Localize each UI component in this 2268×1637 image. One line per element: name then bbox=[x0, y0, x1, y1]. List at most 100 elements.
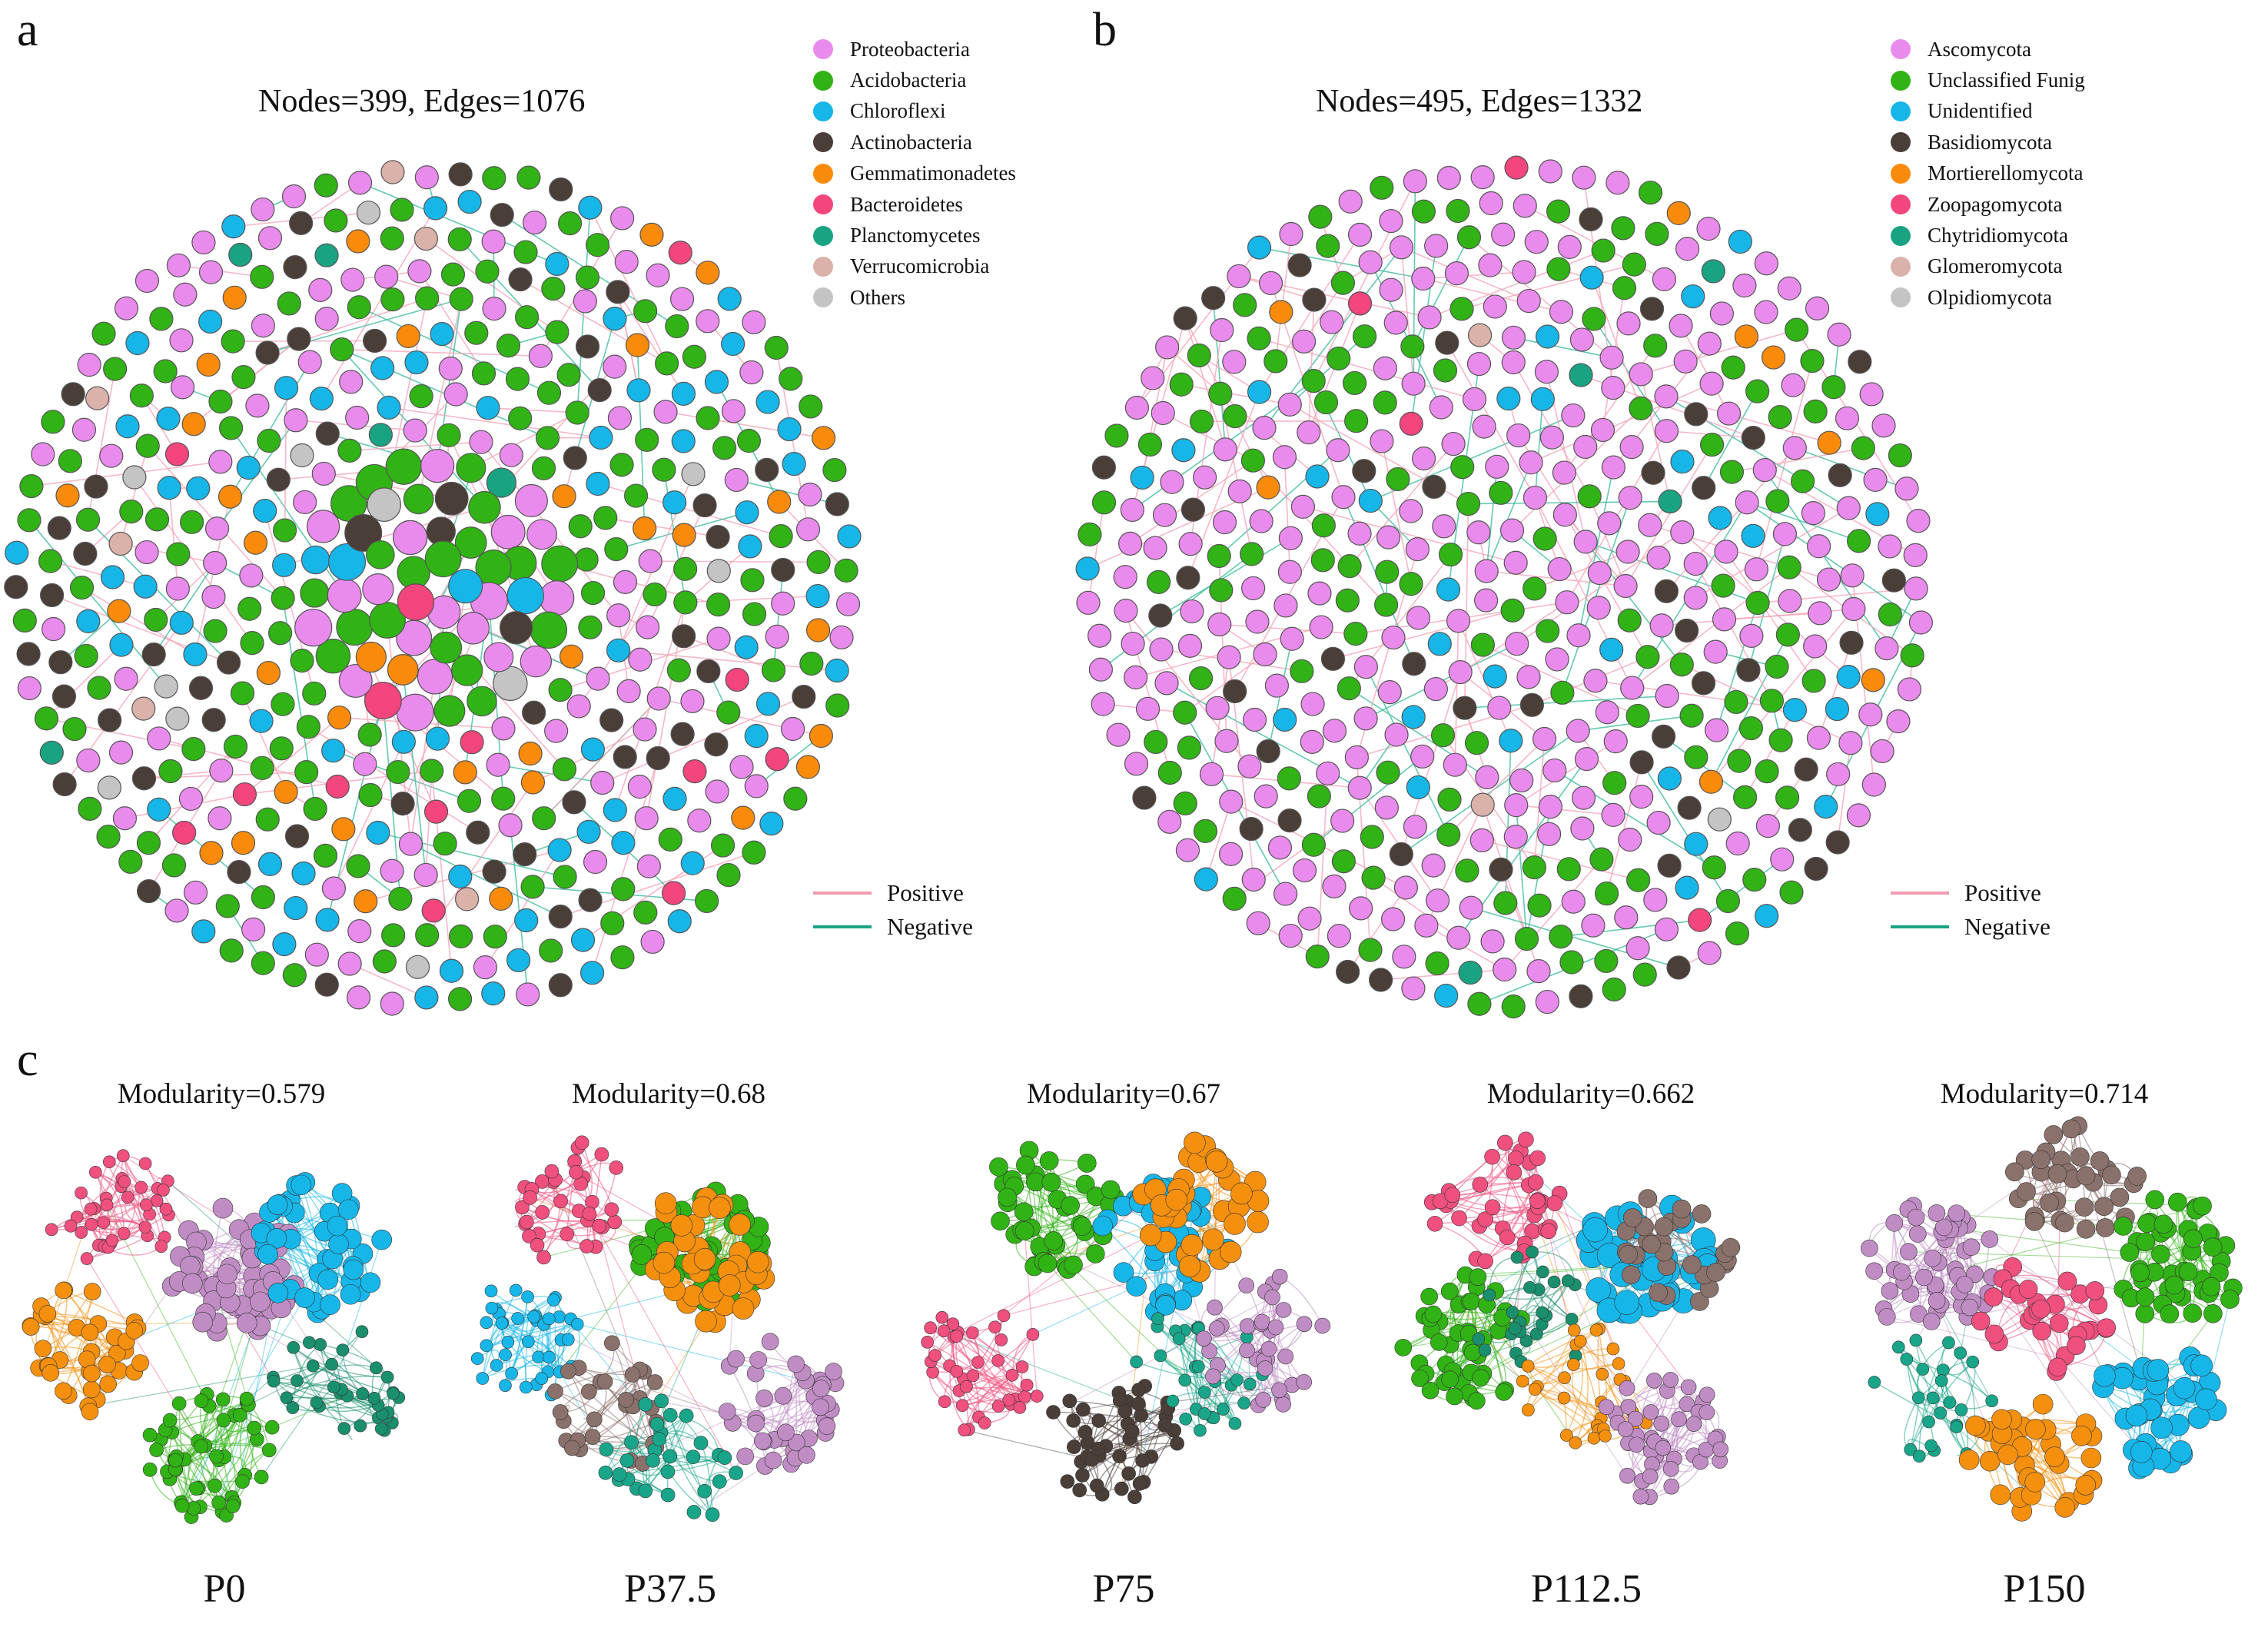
module-node bbox=[818, 1417, 836, 1435]
network-node bbox=[251, 197, 275, 222]
module-node bbox=[1154, 1349, 1167, 1363]
module-node bbox=[2047, 1164, 2067, 1184]
module-node bbox=[746, 1250, 769, 1273]
module-node bbox=[1101, 1180, 1121, 1200]
network-edge bbox=[605, 517, 719, 538]
network-node bbox=[134, 268, 160, 294]
module-node bbox=[286, 1401, 300, 1414]
module-node bbox=[1472, 1369, 1490, 1387]
module-node bbox=[1629, 1436, 1645, 1453]
module-node bbox=[1699, 1404, 1715, 1421]
module-node bbox=[586, 1411, 603, 1428]
network-edge bbox=[425, 770, 433, 875]
module-node bbox=[695, 1310, 717, 1333]
network-node bbox=[314, 173, 338, 198]
module-node bbox=[594, 1147, 609, 1162]
module-node bbox=[523, 1190, 537, 1205]
module-node bbox=[1420, 1287, 1438, 1306]
module-node bbox=[1178, 1255, 1201, 1277]
network-node bbox=[668, 241, 692, 265]
module-node bbox=[662, 1449, 678, 1464]
module-node bbox=[254, 1469, 269, 1485]
network-node bbox=[809, 723, 834, 749]
module-node bbox=[1117, 1403, 1133, 1419]
module-node bbox=[125, 1322, 144, 1340]
network-edge bbox=[410, 843, 561, 918]
module-node bbox=[336, 1343, 350, 1356]
module-node bbox=[1172, 1332, 1186, 1346]
module-node bbox=[991, 1211, 1010, 1231]
network-edge bbox=[470, 412, 578, 469]
module-node bbox=[208, 1478, 222, 1493]
module-node bbox=[1046, 1405, 1061, 1420]
network-node bbox=[516, 165, 541, 190]
module-node bbox=[604, 1335, 620, 1351]
module-node bbox=[1139, 1224, 1162, 1247]
network-node bbox=[380, 160, 405, 184]
network-node bbox=[759, 812, 784, 836]
module-node bbox=[1508, 1151, 1524, 1167]
module-node bbox=[162, 1413, 178, 1428]
module-node bbox=[1619, 1380, 1635, 1396]
module-node bbox=[693, 1436, 709, 1450]
module-node bbox=[476, 1372, 490, 1385]
module-node bbox=[64, 1220, 78, 1233]
network-node bbox=[191, 230, 216, 255]
module-node bbox=[764, 1451, 782, 1469]
module-node bbox=[938, 1395, 951, 1409]
module-node bbox=[1692, 1204, 1712, 1224]
module-node bbox=[1706, 1263, 1725, 1282]
module-node bbox=[812, 1380, 830, 1398]
module-node bbox=[564, 1439, 580, 1456]
network-node bbox=[490, 202, 514, 227]
module-node bbox=[998, 1187, 1017, 1207]
network-edge bbox=[683, 636, 774, 671]
network-node bbox=[16, 642, 41, 666]
module-node bbox=[660, 1487, 676, 1503]
module-node bbox=[705, 1507, 720, 1522]
module-node bbox=[2110, 1187, 2130, 1207]
module-node bbox=[1526, 1245, 1539, 1259]
module-node bbox=[552, 1404, 569, 1420]
module-network bbox=[921, 1131, 1331, 1505]
module-node bbox=[624, 1435, 639, 1450]
module-node bbox=[1038, 1253, 1058, 1273]
panel-a-letter: a bbox=[17, 4, 38, 56]
module-node bbox=[787, 1355, 805, 1373]
network-edge bbox=[244, 717, 340, 795]
module-node bbox=[1469, 1268, 1487, 1286]
module-node bbox=[343, 1259, 364, 1280]
network-node bbox=[219, 938, 244, 963]
module-node bbox=[1663, 1478, 1680, 1495]
module-node bbox=[596, 1373, 613, 1390]
module-node bbox=[354, 1419, 367, 1433]
panel-a-title: Nodes=399, Edges=1076 bbox=[258, 84, 586, 119]
network-node bbox=[257, 226, 283, 251]
module-node bbox=[38, 1305, 57, 1323]
module-node bbox=[988, 1320, 1001, 1334]
network-node bbox=[578, 195, 603, 220]
module-node bbox=[121, 1190, 134, 1204]
module-node bbox=[267, 1283, 289, 1303]
module-node bbox=[530, 1237, 545, 1253]
module-node bbox=[2044, 1125, 2064, 1144]
module-node bbox=[1060, 1474, 1075, 1489]
module-node bbox=[495, 1317, 509, 1330]
network-node bbox=[721, 331, 745, 357]
network-node bbox=[39, 740, 64, 765]
network-node bbox=[448, 162, 473, 187]
module-node bbox=[1424, 1305, 1443, 1323]
module-node bbox=[2090, 1151, 2110, 1170]
module-node bbox=[2040, 1193, 2060, 1213]
module-node bbox=[582, 1206, 597, 1221]
module-node bbox=[732, 1297, 755, 1320]
module-node bbox=[825, 1363, 842, 1380]
module-node bbox=[360, 1272, 381, 1293]
module-node bbox=[1522, 1403, 1535, 1416]
module-node bbox=[509, 1283, 523, 1297]
module-node bbox=[1072, 1483, 1087, 1498]
module-node bbox=[287, 1341, 301, 1354]
network-edge bbox=[589, 207, 668, 364]
module-node bbox=[215, 1392, 231, 1407]
module-node bbox=[499, 1379, 512, 1393]
